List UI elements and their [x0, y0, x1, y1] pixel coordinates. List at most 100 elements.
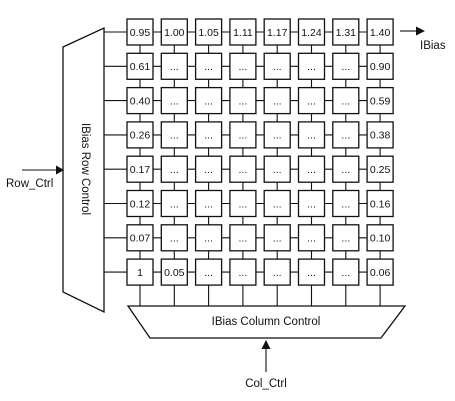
bias-cell: ... — [263, 52, 291, 80]
cell-box — [160, 189, 188, 218]
bias-cell: 0.12 — [126, 189, 154, 218]
cell-box — [160, 224, 188, 252]
bias-cell: 1.05 — [194, 18, 223, 46]
bias-cell: ... — [332, 258, 360, 286]
cell-value: ... — [204, 164, 213, 176]
bias-cell: ... — [332, 121, 360, 149]
bias-cell: ... — [332, 224, 360, 252]
cell-box — [297, 86, 326, 115]
bias-cell: ... — [332, 155, 360, 183]
cell-value: ... — [170, 164, 179, 176]
cell-value: ... — [239, 130, 248, 142]
cell-box — [229, 121, 257, 149]
cell-box — [194, 86, 223, 115]
cell-box — [263, 86, 291, 115]
cell-box — [332, 224, 360, 252]
bias-cell: 1.00 — [160, 18, 188, 46]
cell-value: ... — [307, 95, 316, 107]
bias-cell: ... — [160, 121, 188, 149]
bias-cell: ... — [160, 224, 188, 252]
bias-cell: ... — [229, 52, 257, 80]
cell-box — [194, 155, 223, 183]
cell-box — [263, 121, 291, 149]
bias-cell: ... — [297, 258, 326, 286]
col-ctrl-label: Col_Ctrl — [245, 378, 287, 390]
cell-box — [263, 18, 291, 46]
cell-box — [297, 52, 326, 80]
cell-box — [297, 189, 326, 218]
cell-value: 0.59 — [370, 95, 391, 107]
cell-value: ... — [307, 164, 316, 176]
cell-value: 0.90 — [370, 61, 391, 73]
bias-cell: 0.26 — [126, 121, 154, 149]
bias-cell: ... — [263, 155, 291, 183]
cell-value: 0.25 — [370, 164, 391, 176]
bias-cell: 0.25 — [366, 155, 394, 183]
row-control-block — [62, 26, 105, 314]
cell-value: ... — [239, 61, 248, 73]
cell-box — [332, 258, 360, 286]
cell-value: ... — [273, 95, 282, 107]
cell-value: ... — [341, 130, 350, 142]
bias-cell: ... — [160, 86, 188, 115]
cell-box — [263, 224, 291, 252]
bias-cell: 0.17 — [126, 155, 154, 183]
cell-value: ... — [170, 61, 179, 73]
cell-box — [126, 18, 154, 46]
cell-value: ... — [170, 130, 179, 142]
cell-value: ... — [341, 233, 350, 245]
ibias-output-arrow-icon — [416, 26, 425, 36]
cell-value: ... — [307, 130, 316, 142]
cell-value: 0.40 — [130, 95, 151, 107]
cell-box — [263, 52, 291, 80]
cell-box — [229, 52, 257, 80]
bias-cell: ... — [160, 189, 188, 218]
cell-value: ... — [239, 233, 248, 245]
bias-cell: ... — [297, 189, 326, 218]
cell-box — [332, 86, 360, 115]
cell-box — [229, 258, 257, 286]
bias-cell: ... — [160, 155, 188, 183]
cell-value: 1.11 — [233, 27, 253, 39]
cell-box — [332, 52, 360, 80]
cell-value: ... — [307, 61, 316, 73]
cell-box — [160, 258, 188, 286]
cell-value: ... — [204, 233, 213, 245]
cell-box — [229, 189, 257, 218]
bias-cell: ... — [194, 86, 223, 115]
row-ctrl-arrow-icon — [56, 165, 64, 175]
cell-value: ... — [273, 198, 282, 210]
bias-cell: 1.40 — [366, 18, 394, 46]
cell-value: 0.16 — [370, 198, 391, 210]
bias-cell: ... — [297, 224, 326, 252]
cell-value: 0.12 — [130, 198, 151, 210]
cell-box — [332, 121, 360, 149]
bias-cell: 1 — [126, 258, 154, 286]
bias-cell: 0.59 — [366, 86, 394, 115]
cell-box — [297, 121, 326, 149]
bias-cell: ... — [332, 52, 360, 80]
bias-cell: 0.16 — [366, 189, 394, 218]
row-ctrl-label: Row_Ctrl — [6, 178, 53, 190]
cell-box — [263, 189, 291, 218]
bias-cell: ... — [263, 121, 291, 149]
cell-value: ... — [273, 164, 282, 176]
cell-value: ... — [341, 267, 350, 279]
cell-value: ... — [307, 233, 316, 245]
bias-cell: ... — [229, 258, 257, 286]
cell-value: 1.00 — [164, 27, 185, 39]
bias-cell: ... — [263, 86, 291, 115]
cell-box — [366, 224, 394, 252]
cell-value: 0.95 — [130, 27, 151, 39]
cell-value: 1 — [137, 267, 143, 279]
bias-cell: ... — [229, 224, 257, 252]
bias-cell: 0.95 — [126, 18, 154, 46]
bias-cell: 0.61 — [126, 52, 154, 80]
cell-value: ... — [239, 164, 248, 176]
cell-box — [297, 258, 326, 286]
cell-box — [229, 224, 257, 252]
bias-cell: ... — [229, 86, 257, 115]
column-control-block — [126, 305, 407, 339]
cell-value: ... — [170, 233, 179, 245]
